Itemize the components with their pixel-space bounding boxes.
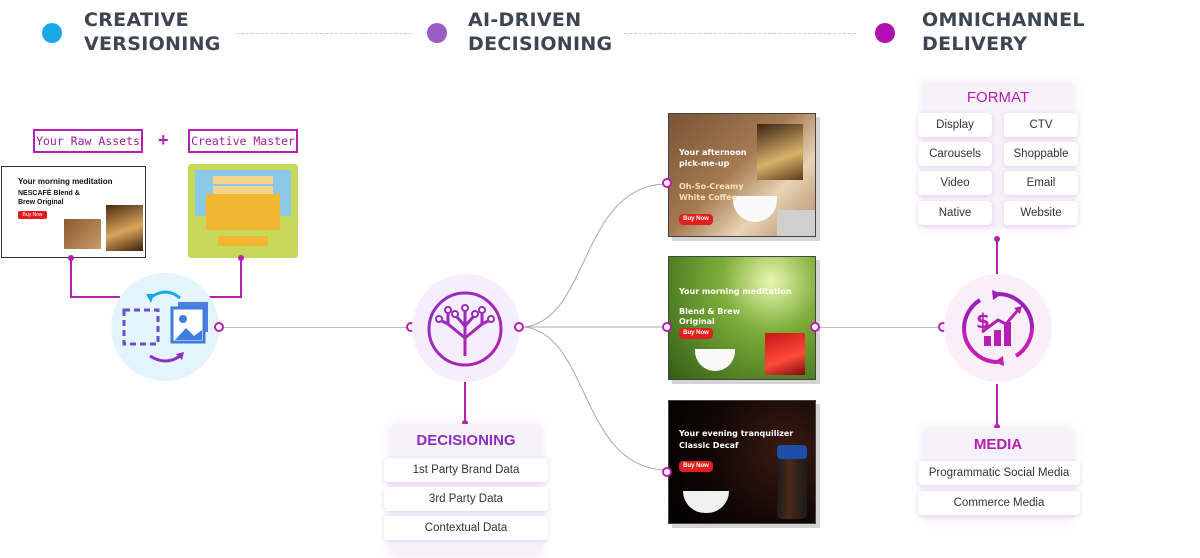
connector-node [214, 322, 224, 332]
step-title-line1: OMNICHANNEL [922, 9, 1085, 31]
format-item: Website [1004, 201, 1078, 225]
media-card-title: MEDIA [973, 436, 1023, 453]
step-title-creative-versioning: CREATIVE VERSIONING [84, 8, 221, 56]
connector-dot [994, 236, 1000, 242]
connector-line [996, 384, 998, 428]
coffee-pack-image [765, 333, 805, 375]
connector-dot [994, 424, 1000, 430]
media-item: Programmatic Social Media [918, 461, 1080, 485]
format-item: Native [918, 201, 992, 225]
step-dot-decisioning [427, 23, 447, 43]
connector-dot [462, 420, 468, 426]
coffee-cup-image [733, 196, 777, 222]
coffee-jar-image [106, 205, 143, 251]
format-item: Carousels [918, 142, 992, 166]
raw-ad-product: NESCAFÉ Blend & Brew Original [18, 190, 80, 206]
image-versioning-icon [122, 290, 208, 363]
format-card-title: FORMAT [966, 89, 1030, 106]
template-subhead-block [213, 186, 273, 194]
step-title-ai-driven-decisioning: AI-DRIVEN DECISIONING [468, 8, 612, 56]
flow-line [820, 327, 940, 328]
format-item: Shoppable [1004, 142, 1078, 166]
connector-node [810, 322, 820, 332]
ad-headline: Your evening tranquilizer [679, 429, 794, 438]
connector-node [514, 322, 524, 332]
ad-variant-evening: Your evening tranquilizer Classic Decaf … [668, 400, 816, 524]
data-source-item: 1st Party Brand Data [384, 458, 548, 482]
ad-variant-afternoon: Your afternoon pick-me-up Oh-So-Creamy W… [668, 113, 816, 237]
step-title-line1: AI-DRIVEN [468, 9, 582, 31]
coffee-cup-image [64, 219, 101, 249]
connector-line [70, 258, 72, 298]
step-title-line2: DELIVERY [922, 33, 1028, 55]
format-item: Video [918, 171, 992, 195]
ad-product: Oh-So-Creamy [679, 182, 744, 191]
coffee-cup-image [683, 491, 729, 513]
branch-curves [523, 183, 667, 471]
decisioning-card-title: DECISIONING [416, 432, 516, 449]
jar-lid [777, 445, 807, 459]
step-separator [624, 33, 856, 34]
connector-line [208, 296, 242, 298]
connector-line [464, 382, 466, 424]
revenue-growth-icon: $ [962, 290, 1034, 366]
template-cta-block [218, 236, 268, 246]
media-item: Commerce Media [918, 491, 1080, 515]
ad-product: Classic Decaf [679, 441, 739, 450]
step-title-line1: CREATIVE [84, 9, 189, 31]
step-title-omnichannel-delivery: OMNICHANNEL DELIVERY [922, 8, 1085, 56]
decision-tree-icon [427, 291, 503, 367]
ad-buy-button: Buy Now [679, 328, 713, 339]
ad-headline: pick-me-up [679, 159, 730, 168]
connector-node [662, 467, 672, 477]
laptop-image [777, 210, 815, 236]
ad-buy-button: Buy Now [679, 461, 713, 472]
template-image-block [206, 194, 280, 230]
raw-assets-tag: Your Raw Assets [33, 129, 143, 153]
format-item: Email [1004, 171, 1078, 195]
raw-asset-ad: Your morning meditation NESCAFÉ Blend & … [1, 166, 146, 258]
ad-buy-button: Buy Now [679, 214, 713, 225]
format-item: CTV [1004, 113, 1078, 137]
step-separator [236, 33, 412, 34]
creative-master-template [188, 164, 298, 258]
connector-line [240, 258, 242, 298]
step-dot-delivery [875, 23, 895, 43]
template-headline-block [213, 176, 273, 184]
ad-headline: Your afternoon [679, 148, 747, 157]
plus-sign: + [158, 130, 169, 150]
ad-variant-morning: Your morning meditation Blend & Brew Ori… [668, 256, 816, 380]
connector-node [662, 322, 672, 332]
step-title-line2: VERSIONING [84, 33, 221, 55]
connector-line [996, 238, 998, 274]
data-source-item: Contextual Data [384, 516, 548, 540]
ad-headline: Your morning meditation [679, 287, 792, 296]
step-dot-creative [42, 23, 62, 43]
step-title-line2: DECISIONING [468, 33, 613, 55]
raw-ad-buy-button: Buy Now [18, 211, 47, 219]
coffee-cup-image [695, 349, 735, 371]
connector-node [662, 178, 672, 188]
coffee-pack-image [757, 124, 803, 180]
flow-line [224, 327, 406, 328]
coffee-jar-image [777, 447, 807, 519]
ad-product: Original [679, 317, 715, 326]
ad-product: Blend & Brew [679, 307, 741, 316]
ad-product: White Coffee [679, 193, 737, 202]
creative-master-tag: Creative Master [188, 129, 298, 153]
data-source-item: 3rd Party Data [384, 487, 548, 511]
format-item: Display [918, 113, 992, 137]
connector-line [70, 296, 120, 298]
raw-ad-headline: Your morning meditation [18, 177, 113, 186]
